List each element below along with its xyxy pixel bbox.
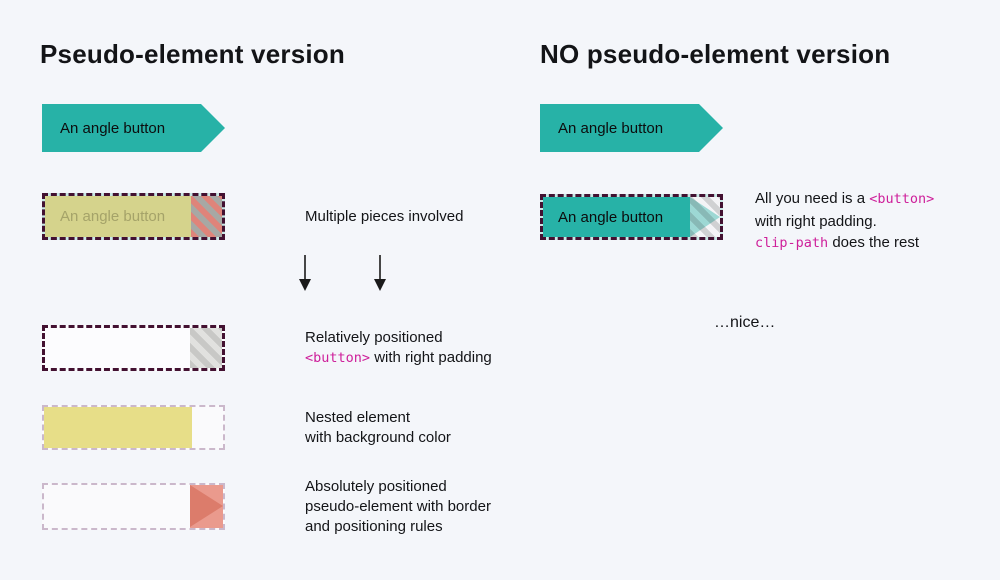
clip-path-code: clip-path [755, 235, 829, 251]
down-arrow-icon [374, 255, 386, 291]
multiple-pieces-pseudo-stripes [191, 196, 222, 237]
nested-element-caption: Nested element with background color [305, 408, 451, 446]
angle-button-right[interactable]: An angle button [540, 104, 723, 152]
relative-button-padding-stripes [190, 328, 222, 368]
angle-button-left[interactable]: An angle button [42, 104, 225, 152]
relative-button-box [42, 325, 225, 371]
angle-button-left-label: An angle button [60, 119, 166, 137]
pseudo-element-red-triangle [190, 485, 223, 527]
pseudo-element-box [42, 483, 225, 530]
nested-element-box [42, 405, 225, 450]
clip-path-demo-box: An angle button [540, 194, 723, 240]
angle-button-right-label: An angle button [558, 119, 664, 137]
right-panel-heading: NO pseudo-element version [540, 39, 891, 69]
pseudo-element-red-shape [190, 485, 223, 528]
multiple-pieces-box-label: An angle button [60, 208, 166, 225]
down-arrow-icon [299, 255, 311, 291]
relative-button-caption: Relatively positioned <button> with righ… [305, 329, 492, 366]
nested-element-yellow-fill [44, 407, 192, 448]
nice-text: …nice… [714, 314, 776, 331]
multiple-pieces-box: An angle button [42, 193, 225, 240]
multiple-pieces-caption: Multiple pieces involved [305, 207, 464, 225]
left-panel-heading: Pseudo-element version [40, 39, 345, 69]
clip-path-note: All you need is a <button> with right pa… [755, 190, 935, 251]
button-tag-code: <button> [305, 350, 371, 366]
pseudo-element-caption: Absolutely positioned pseudo-element wit… [305, 478, 491, 535]
clip-path-demo-label: An angle button [558, 208, 664, 226]
clip-path-demo-padding-stripes [690, 197, 720, 237]
button-tag-code: <button> [869, 191, 935, 207]
clip-path-demo-teal-shape: An angle button [543, 197, 720, 237]
